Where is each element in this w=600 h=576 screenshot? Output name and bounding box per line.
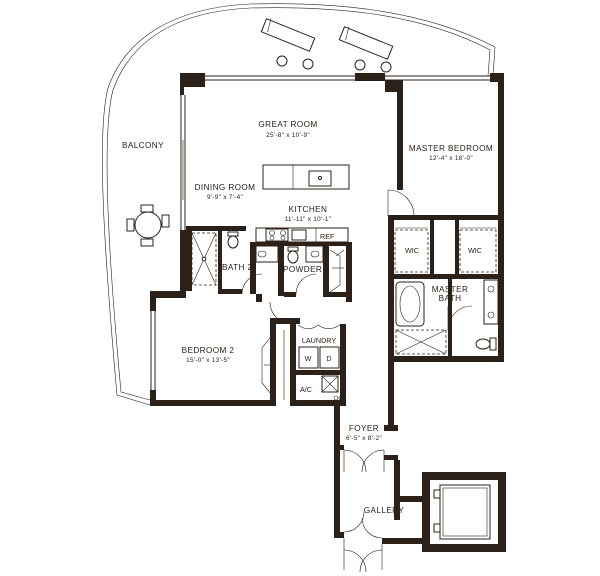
shower-icon	[395, 329, 447, 355]
ac-unit-icon	[321, 375, 344, 401]
balcony-label: BALCONY	[122, 141, 164, 150]
closet-door-icon	[261, 329, 285, 401]
sink-icon	[305, 245, 324, 263]
sink-icon	[483, 279, 499, 325]
dining-room-label: DINING ROOM	[195, 183, 256, 192]
bathtub-icon	[395, 281, 425, 327]
bedroom2-dims: 15'-0" x 13'-5"	[186, 357, 230, 364]
master-bedroom-dims: 12'-4" x 18'-0"	[429, 155, 473, 162]
entry-door-icon	[343, 449, 385, 573]
dining-room-dims: 9'-9" x 7'-4"	[207, 194, 243, 201]
master-bath-label-2: BATH	[439, 294, 462, 303]
elevator-icon	[433, 484, 491, 540]
toilet-icon	[475, 337, 497, 351]
master-bath-label: MASTER	[432, 285, 469, 294]
kitchen-label: KITCHEN	[289, 205, 328, 214]
wic-left-label: WIC	[405, 246, 419, 255]
door-swing-icon	[241, 189, 473, 331]
sink-icon	[255, 245, 279, 263]
kitchen-dims: 11'-11" x 10'-1"	[285, 216, 332, 223]
kitchen-island-icon	[262, 164, 350, 190]
laundry-icon	[297, 324, 341, 369]
great-room-label: GREAT ROOM	[258, 120, 317, 129]
dryer-label: D	[326, 354, 331, 363]
foyer-dims: 6'-5" x 8'-2"	[346, 435, 382, 442]
foyer-label: FOYER	[349, 424, 379, 433]
bedroom2-label: BEDROOM 2	[182, 346, 235, 355]
wic-right-area	[459, 229, 497, 273]
wic-right-label: WIC	[468, 246, 482, 255]
shower-icon	[191, 232, 217, 286]
balcony-table-icon	[126, 204, 170, 247]
gallery-label: GALLERY	[364, 506, 405, 515]
ref-label: REF	[320, 232, 335, 241]
great-room-dims: 25'-8" x 10'-9"	[266, 132, 310, 139]
ac-label: A/C	[300, 385, 312, 394]
laundry-label: LAUNDRY	[302, 336, 336, 345]
balcony-outline-inner	[106, 7, 491, 401]
balcony-outline	[102, 3, 496, 406]
closet-door-icon	[329, 249, 345, 293]
powder-label: POWDER	[283, 265, 322, 274]
wic-left-area	[394, 229, 429, 273]
toilet-icon	[287, 246, 299, 264]
lounge-chair-icon	[338, 26, 394, 73]
washer-label: W	[305, 354, 312, 363]
kitchen-counter-icon	[255, 227, 349, 243]
master-bedroom-label: MASTER BEDROOM	[409, 144, 493, 153]
toilet-icon	[227, 231, 239, 249]
bath2-label: BATH 2	[222, 263, 253, 272]
lounge-chair-icon	[260, 18, 316, 70]
